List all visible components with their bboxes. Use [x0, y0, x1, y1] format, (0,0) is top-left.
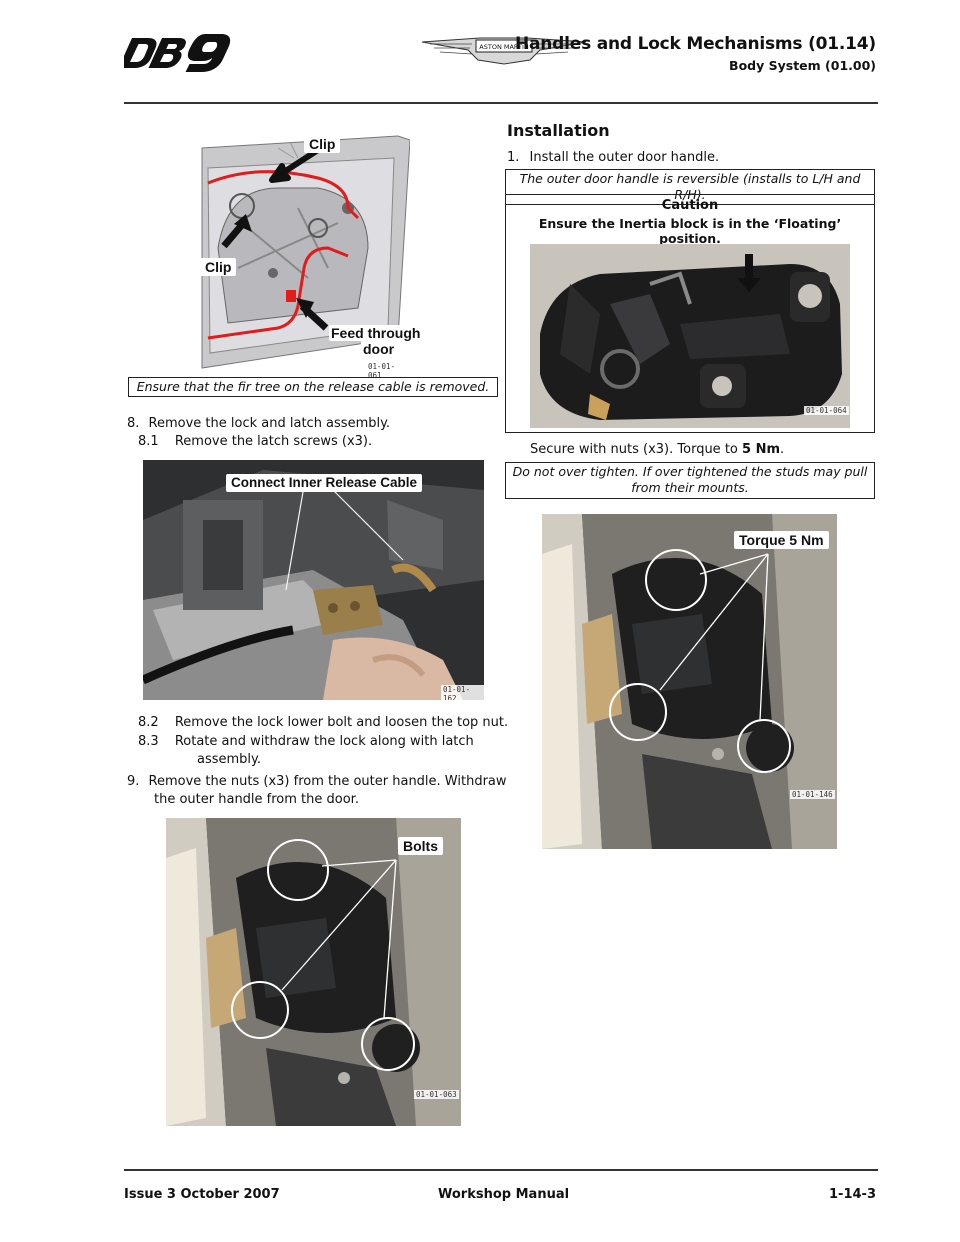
db9-logo [118, 30, 236, 74]
figure-id: 01-01-146 [790, 790, 835, 799]
note-over-tighten: Do not over tighten. If over tightened t… [505, 462, 875, 499]
callout-clip-left: Clip [200, 258, 237, 276]
footer-issue: Issue 3 October 2007 [124, 1187, 280, 1202]
caution-box: Caution Ensure the Inertia block is in t… [505, 194, 875, 433]
secure-nuts-text: Secure with nuts (x3). Torque to 5 Nm. [530, 441, 784, 458]
step-text: Remove the lock lower bolt and loosen th… [174, 715, 509, 730]
secure-text-a: Secure with nuts (x3). Torque to [530, 442, 742, 457]
caution-title: Caution [661, 198, 719, 213]
install-step-1: 1. Install the outer door handle. [507, 149, 719, 166]
step-number: 1. [507, 150, 520, 165]
step-9-continued: the outer handle from the door. [154, 792, 359, 807]
step-text: Install the outer door handle. [529, 150, 720, 165]
footer-rule [124, 1169, 878, 1171]
page-header-subtitle: Body System (01.00) [729, 58, 876, 73]
caution-text: Ensure the Inertia block is in the ‘Floa… [538, 216, 842, 246]
callout-feed-through: Feed through [329, 325, 423, 341]
page-header-title: Handles and Lock Mechanisms (01.14) [514, 34, 876, 54]
step-8-3: 8.3 Rotate and withdraw the lock along w… [138, 733, 474, 750]
aston-martin-wings-logo: ASTON MARTIN [420, 30, 588, 70]
note-over-tighten-line1: Do not over tighten. If over tightened t… [512, 464, 868, 479]
step-8-2: 8.2 Remove the lock lower bolt and loose… [138, 714, 508, 731]
figure-torque: Torque 5 Nm 01-01-146 [542, 514, 837, 849]
step-number: 9. [127, 774, 140, 789]
figure-id: 01-01-063 [414, 1090, 459, 1099]
step-8: 8. Remove the lock and latch assembly. [127, 415, 390, 432]
step-text: Remove the lock and latch assembly. [148, 416, 391, 431]
step-text: Rotate and withdraw the lock along with … [174, 734, 474, 749]
step-text: Remove the latch screws (x3). [174, 434, 373, 449]
step-number: 8.3 [138, 734, 159, 749]
step-number: 8. [127, 416, 140, 431]
secure-text-c: . [780, 442, 785, 457]
footer-manual: Workshop Manual [438, 1187, 570, 1202]
figure-inner-release-cable: Connect Inner Release Cable 01-01-162 [143, 460, 484, 700]
svg-text:ASTON MARTIN: ASTON MARTIN [479, 43, 529, 51]
step-8-1: 8.1 Remove the latch screws (x3). [138, 433, 372, 450]
footer-page-number: 1-14-3 [829, 1187, 876, 1202]
torque-value: 5 Nm [742, 442, 780, 457]
note-over-tighten-line2: from their mounts. [631, 480, 749, 495]
section-title-installation: Installation [507, 121, 610, 140]
step-9: 9. Remove the nuts (x3) from the outer h… [127, 773, 507, 790]
figure-inertia-block: 01-01-064 [530, 244, 850, 428]
figure-id: 01-01-162 [441, 685, 484, 700]
step-8-3-continued: assembly. [197, 752, 262, 767]
callout-door: door [361, 341, 397, 357]
note-reversible: The outer door handle is reversible (ins… [505, 169, 875, 205]
figure-bolts: Bolts 01-01-063 [166, 818, 461, 1126]
step-number: 8.1 [138, 434, 159, 449]
callout-bolts: Bolts [398, 837, 443, 855]
step-number: 8.2 [138, 715, 159, 730]
figure-id: 01-01-061 [366, 362, 410, 378]
header-rule [124, 102, 878, 104]
callout-connect-inner-release-cable: Connect Inner Release Cable [226, 474, 423, 492]
step-text: Remove the nuts (x3) from the outer hand… [148, 774, 507, 789]
note-fir-tree: Ensure that the fir tree on the release … [128, 377, 498, 397]
callout-torque-5nm: Torque 5 Nm [734, 531, 829, 549]
figure-id: 01-01-064 [804, 406, 849, 415]
callout-clip-top: Clip [304, 135, 341, 153]
